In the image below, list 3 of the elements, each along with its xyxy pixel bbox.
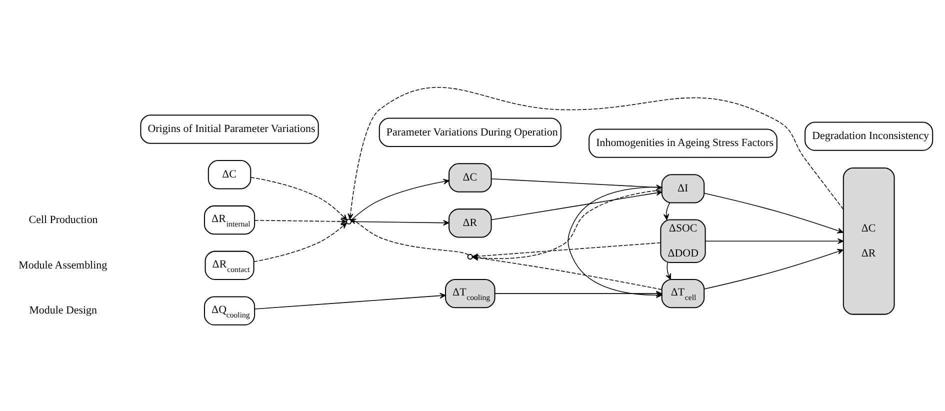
- label: Cell Production: [28, 213, 98, 226]
- label: Module Design: [29, 304, 97, 316]
- label: Module Assembling: [18, 258, 108, 271]
